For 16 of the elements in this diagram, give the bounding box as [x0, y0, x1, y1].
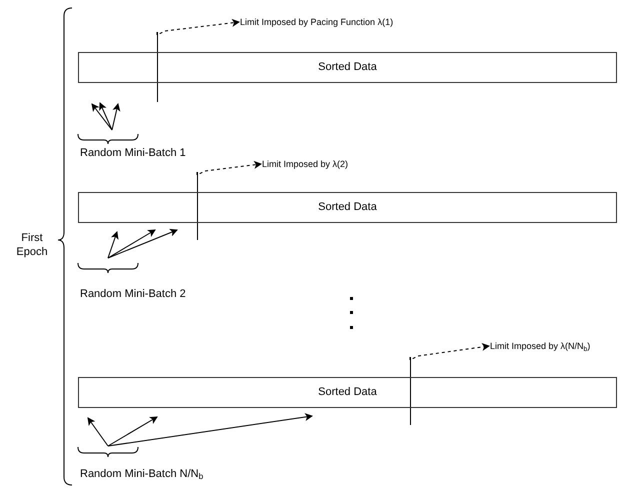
mini-batch-label: Random Mini-Batch 2 — [80, 288, 187, 302]
limit-line — [157, 32, 158, 102]
epoch-label: First Epoch — [15, 232, 49, 260]
limit-line — [197, 172, 198, 240]
limit-label: Limit Imposed by λ(2) — [262, 157, 348, 171]
limit-label: Limit Imposed by Pacing Function λ(1) — [240, 15, 394, 29]
dashed-arrow — [196, 160, 262, 176]
mini-batch-label: Random Mini-Batch N/N$_{b}$ — [80, 468, 204, 482]
limit-line — [410, 357, 411, 425]
data-bar — [78, 377, 617, 408]
mini-batch-label: Random Mini-Batch 1 — [80, 147, 187, 161]
dashed-arrow — [410, 343, 490, 361]
data-bar — [78, 192, 617, 223]
dashed-arrow — [156, 18, 240, 36]
data-bar — [78, 52, 617, 83]
limit-label: Limit Imposed by λ(N/N$_{b}$) — [490, 339, 590, 353]
